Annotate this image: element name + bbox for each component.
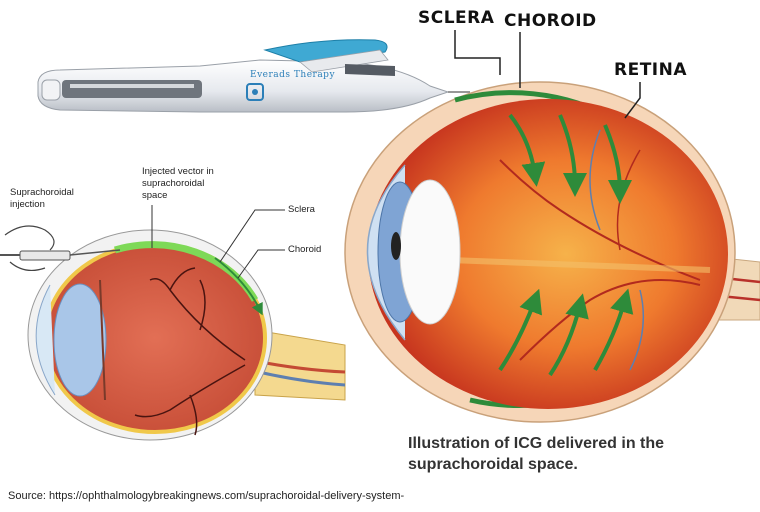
right-eye-diagram — [344, 81, 760, 423]
label-injected-vector: Injected vector in suprachoroidal space — [142, 166, 214, 202]
source-credit: Source: https://ophthalmologybreakingnew… — [8, 490, 405, 502]
right-leader-lines — [454, 30, 641, 119]
caption-line-2: suprachoroidal space. — [408, 456, 578, 473]
label-vector-line-2: suprachoroidal — [142, 178, 205, 189]
figure-caption: Illustration of ICG delivered in the sup… — [408, 433, 664, 475]
label-retina-right: RETINA — [614, 60, 688, 80]
injector-device — [37, 39, 470, 113]
left-eye-diagram — [27, 229, 346, 441]
label-choroid-right: CHOROID — [504, 11, 597, 31]
label-suprachoroidal-injection: Suprachoroidal injection — [10, 187, 74, 211]
label-sclera-left: Sclera — [288, 204, 315, 215]
left-leader-lines — [151, 205, 285, 279]
label-sclera-right: SCLERA — [418, 8, 495, 28]
caption-line-1: Illustration of ICG delivered in the — [408, 435, 665, 452]
label-vector-line-3: space — [142, 190, 168, 201]
label-injection-line-2: injection — [10, 199, 45, 210]
label-vector-line-1: Injected vector in — [142, 166, 214, 177]
syringe-icon — [0, 225, 121, 272]
label-injection-line-1: Suprachoroidal — [10, 187, 74, 198]
device-brand-text: Everads Therapy — [250, 70, 336, 80]
device-logo-icon — [246, 83, 264, 101]
label-choroid-left: Choroid — [288, 244, 322, 255]
